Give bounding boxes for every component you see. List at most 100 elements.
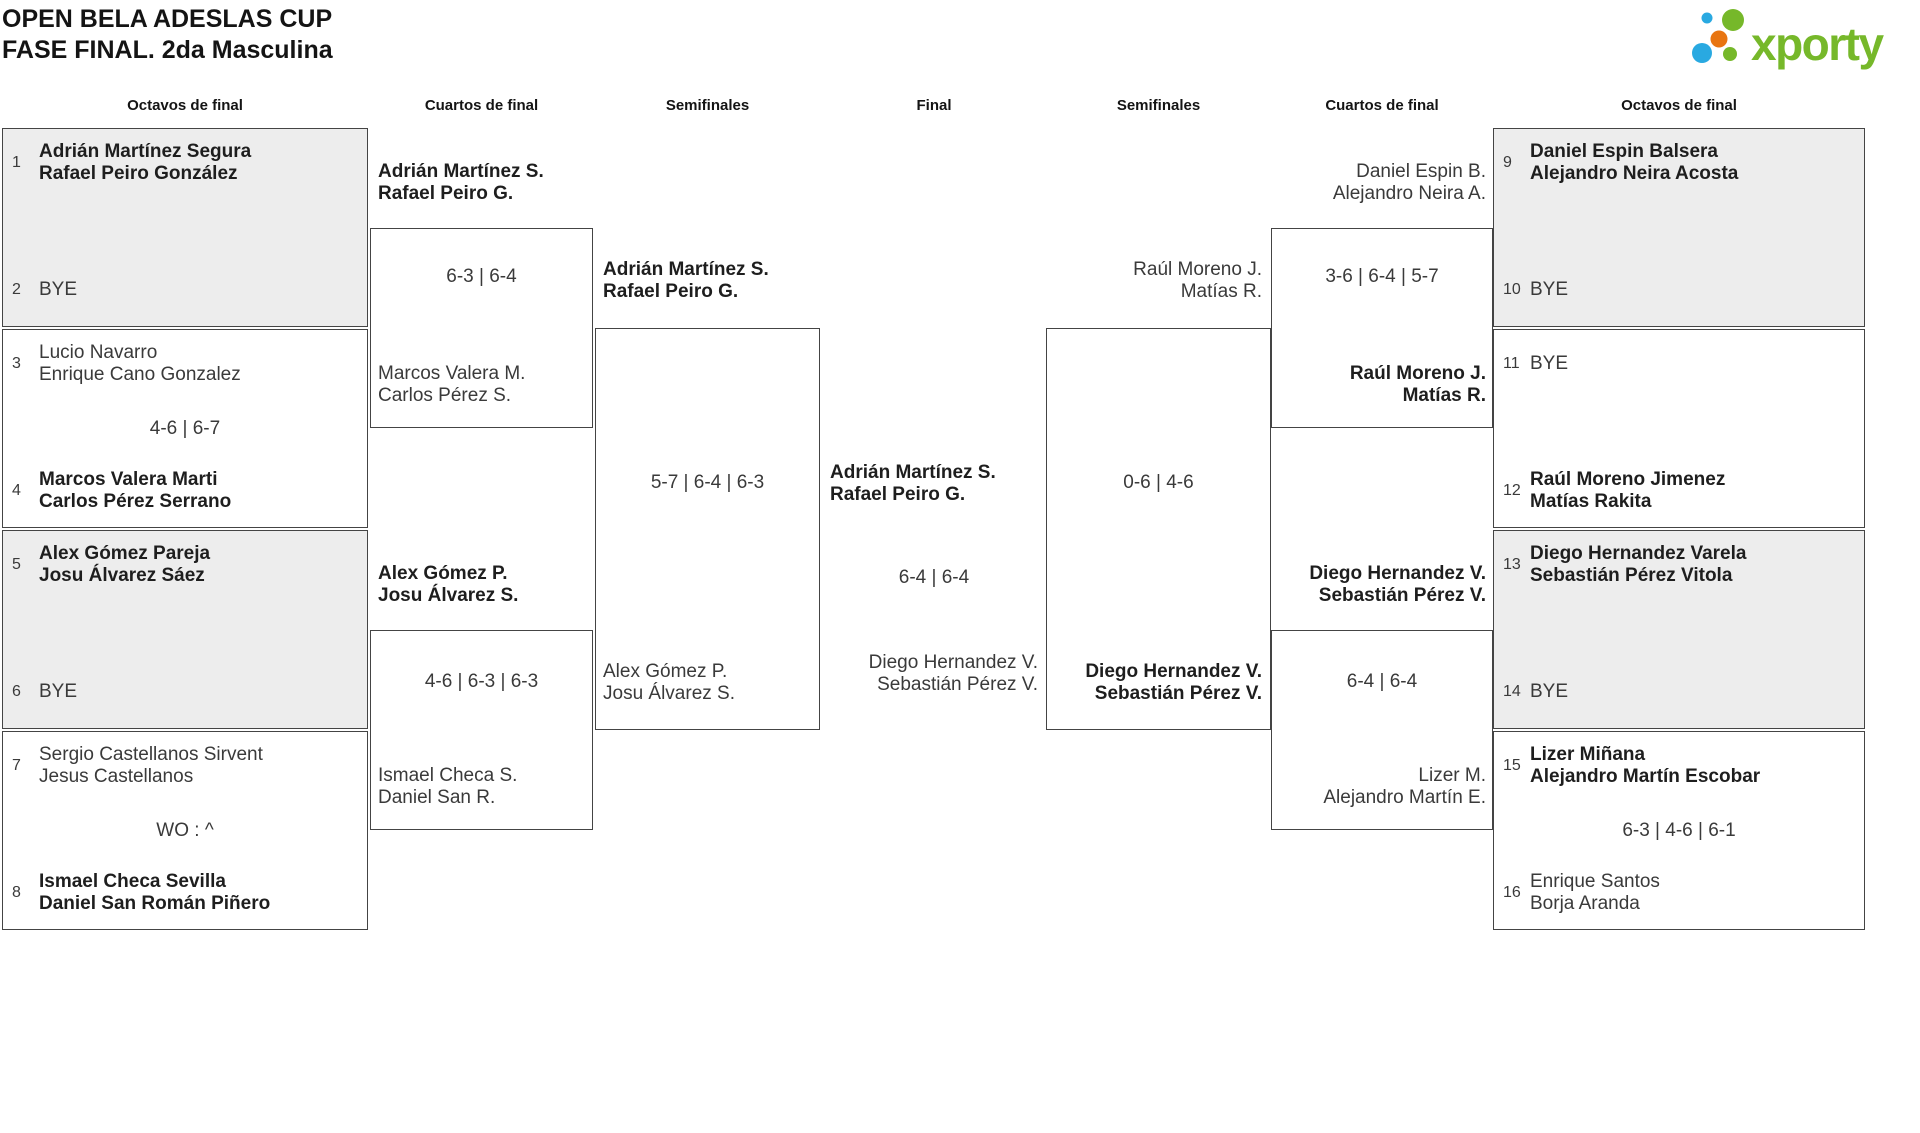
- match-box-seeds-15-16: 15 Lizer Miñana Alejandro Martín Escobar…: [1493, 731, 1865, 930]
- seed-number: 8: [12, 884, 21, 901]
- team-names: Raúl Moreno J. Matías R.: [1349, 363, 1486, 406]
- team-row: 11 BYE: [1503, 340, 1855, 388]
- logo-wordmark: xporty: [1751, 18, 1885, 70]
- seed-number: 4: [12, 482, 21, 499]
- round-header-final: Final: [916, 97, 952, 114]
- match-box-sf-left: [595, 328, 820, 730]
- match-score: 6-3 | 4-6 | 6-1: [1622, 819, 1736, 841]
- match-box-qf-left-2: [370, 630, 593, 830]
- seed-number: 9: [1503, 154, 1512, 171]
- team-names: BYE: [1530, 681, 1569, 702]
- match-box-seeds-5-6: 5 Alex Gómez Pareja Josu Álvarez Sáez 6 …: [2, 530, 368, 729]
- match-box-seeds-7-8: 7 Sergio Castellanos Sirvent Jesus Caste…: [2, 731, 368, 930]
- team-names: Marcos Valera Marti Carlos Pérez Serrano: [39, 469, 232, 512]
- match-box-seeds-9-10: 9 Daniel Espin Balsera Alejandro Neira A…: [1493, 128, 1865, 327]
- team-names: Marcos Valera M. Carlos Pérez S.: [378, 363, 526, 406]
- team-names: Diego Hernandez V. Sebastián Pérez V.: [868, 652, 1038, 695]
- team-names: BYE: [1530, 279, 1569, 300]
- team-names: Lizer Miñana Alejandro Martín Escobar: [1530, 744, 1761, 787]
- team-names: Lizer M. Alejandro Martín E.: [1323, 765, 1486, 808]
- round-header-octavos-right: Octavos de final: [1621, 97, 1737, 114]
- match-box-seeds-13-14: 13 Diego Hernandez Varela Sebastián Pére…: [1493, 530, 1865, 729]
- team-row: 15 Lizer Miñana Alejandro Martín Escobar: [1503, 742, 1855, 790]
- team-names: Diego Hernandez V. Sebastián Pérez V.: [1309, 563, 1486, 606]
- team-row: 7 Sergio Castellanos Sirvent Jesus Caste…: [12, 742, 358, 790]
- match-box-seeds-3-4: 3 Lucio Navarro Enrique Cano Gonzalez 4-…: [2, 329, 368, 528]
- team-row: 12 Raúl Moreno Jimenez Matías Rakita: [1503, 467, 1855, 515]
- seed-number: 7: [12, 757, 21, 774]
- match-box-seeds-11-12: 11 BYE 12 Raúl Moreno Jimenez Matías Rak…: [1493, 329, 1865, 528]
- team-names: Diego Hernandez Varela Sebastián Pérez V…: [1530, 543, 1747, 586]
- team-names: Adrián Martínez S. Rafael Peiro G.: [603, 259, 769, 302]
- match-score: 0-6 | 4-6: [1123, 472, 1194, 493]
- team-row: 4 Marcos Valera Marti Carlos Pérez Serra…: [12, 467, 358, 515]
- team-row: 14 BYE: [1503, 668, 1855, 716]
- logo-dot-small-blue: [1701, 12, 1713, 24]
- round-header-semis-right: Semifinales: [1116, 97, 1201, 114]
- match-box-qf-left-1: [370, 228, 593, 428]
- tournament-title-line1: OPEN BELA ADESLAS CUP: [2, 5, 333, 33]
- team-names: Ismael Checa Sevilla Daniel San Román Pi…: [39, 871, 271, 914]
- seed-number: 15: [1503, 757, 1521, 774]
- team-names: Adrián Martínez S. Rafael Peiro G.: [830, 462, 996, 505]
- logo-dot-small-green: [1723, 47, 1737, 61]
- team-row: 2 BYE: [12, 266, 358, 314]
- seed-number: 12: [1503, 482, 1521, 499]
- match-score: 6-4 | 6-4: [898, 567, 970, 588]
- match-box-sf-right: [1046, 328, 1271, 730]
- match-score: 4-6 | 6-3 | 6-3: [424, 671, 539, 692]
- team-names: Sergio Castellanos Sirvent Jesus Castell…: [39, 744, 263, 787]
- seed-number: 11: [1503, 355, 1520, 372]
- match-score: 5-7 | 6-4 | 6-3: [650, 472, 765, 493]
- round-header-semis-left: Semifinales: [665, 97, 750, 114]
- match-score: 6-4 | 6-4: [1346, 671, 1418, 692]
- match-score: 4-6 | 6-7: [149, 417, 221, 439]
- seed-number: 2: [12, 281, 21, 298]
- team-row: 10 BYE: [1503, 266, 1855, 314]
- team-names: Alex Gómez P. Josu Álvarez S.: [603, 661, 735, 704]
- round-header-cuartos-right: Cuartos de final: [1325, 97, 1439, 114]
- team-names: Enrique Santos Borja Aranda: [1530, 871, 1660, 914]
- logo-dot-orange: [1710, 30, 1728, 48]
- seed-number: 5: [12, 556, 21, 573]
- team-names: Adrián Martínez S. Rafael Peiro G.: [378, 161, 544, 204]
- seed-number: 10: [1503, 281, 1521, 298]
- seed-number: 6: [12, 683, 21, 700]
- team-row: 5 Alex Gómez Pareja Josu Álvarez Sáez: [12, 541, 358, 589]
- seed-number: 13: [1503, 556, 1521, 573]
- logo-dot-big-blue: [1692, 43, 1712, 63]
- team-names: Raúl Moreno J. Matías R.: [1133, 259, 1262, 302]
- seed-number: 3: [12, 355, 21, 372]
- match-score: 6-3 | 6-4: [446, 266, 517, 287]
- match-box-qf-right-1: [1271, 228, 1493, 428]
- team-names: Lucio Navarro Enrique Cano Gonzalez: [39, 342, 241, 385]
- team-names: Diego Hernandez V. Sebastián Pérez V.: [1085, 661, 1262, 704]
- logo-dot-big-green: [1722, 9, 1744, 31]
- team-names: BYE: [39, 681, 78, 702]
- seed-number: 14: [1503, 683, 1521, 700]
- team-names: Daniel Espin Balsera Alejandro Neira Aco…: [1530, 141, 1739, 184]
- team-names: Adrián Martínez Segura Rafael Peiro Gonz…: [39, 141, 252, 184]
- round-header-octavos-left: Octavos de final: [127, 97, 243, 114]
- team-row: 1 Adrián Martínez Segura Rafael Peiro Go…: [12, 139, 358, 187]
- team-row: 16 Enrique Santos Borja Aranda: [1503, 869, 1855, 917]
- team-names: Raúl Moreno Jimenez Matías Rakita: [1530, 469, 1726, 512]
- team-names: Ismael Checa S. Daniel San R.: [378, 765, 518, 808]
- team-row: 8 Ismael Checa Sevilla Daniel San Román …: [12, 869, 358, 917]
- team-names: BYE: [1530, 353, 1569, 374]
- team-names: Daniel Espin B. Alejandro Neira A.: [1332, 161, 1486, 204]
- team-row: 6 BYE: [12, 668, 358, 716]
- team-names: Alex Gómez Pareja Josu Álvarez Sáez: [39, 543, 211, 586]
- match-box-seeds-1-2: 1 Adrián Martínez Segura Rafael Peiro Go…: [2, 128, 368, 327]
- round-header-cuartos-left: Cuartos de final: [424, 97, 539, 114]
- match-score: 3-6 | 6-4 | 5-7: [1325, 266, 1439, 287]
- xporty-logo: xporty: [1692, 9, 1886, 70]
- team-names: BYE: [39, 279, 78, 300]
- team-row: 9 Daniel Espin Balsera Alejandro Neira A…: [1503, 139, 1855, 187]
- seed-number: 1: [12, 154, 21, 171]
- match-score: WO : ^: [156, 819, 214, 841]
- match-box-qf-right-2: [1271, 630, 1493, 830]
- tournament-title: OPEN BELA ADESLAS CUP FASE FINAL. 2da Ma…: [2, 4, 333, 66]
- team-row: 3 Lucio Navarro Enrique Cano Gonzalez: [12, 340, 358, 388]
